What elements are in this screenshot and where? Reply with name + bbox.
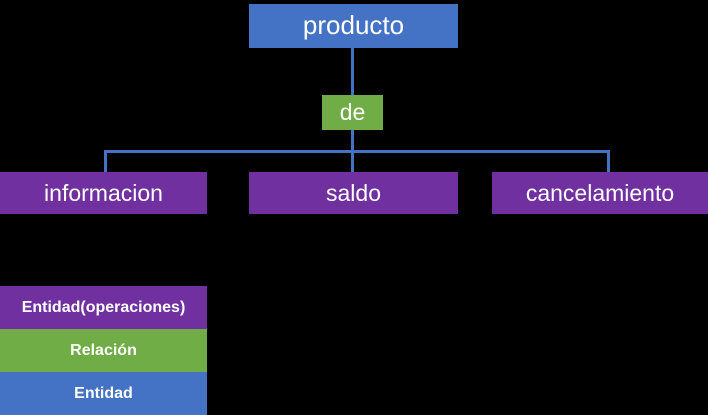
node-cancelamiento[interactable]: cancelamiento bbox=[492, 172, 708, 214]
connector-producto-to-de bbox=[351, 47, 354, 95]
connector-de-to-trunk bbox=[351, 130, 354, 152]
connector-drop-saldo bbox=[351, 150, 354, 173]
legend-item-entidad-operaciones: Entidad(operaciones) bbox=[0, 286, 207, 329]
node-informacion[interactable]: informacion bbox=[0, 172, 207, 214]
node-producto[interactable]: producto bbox=[249, 4, 458, 48]
node-saldo[interactable]: saldo bbox=[249, 172, 458, 214]
legend: Entidad(operaciones) Relación Entidad bbox=[0, 286, 207, 415]
connector-drop-cancelamiento bbox=[607, 150, 610, 173]
legend-item-relacion: Relación bbox=[0, 329, 207, 372]
connector-drop-informacion bbox=[104, 150, 107, 173]
connector-horizontal-trunk bbox=[104, 150, 610, 153]
legend-item-entidad: Entidad bbox=[0, 372, 207, 415]
node-de[interactable]: de bbox=[322, 95, 383, 130]
